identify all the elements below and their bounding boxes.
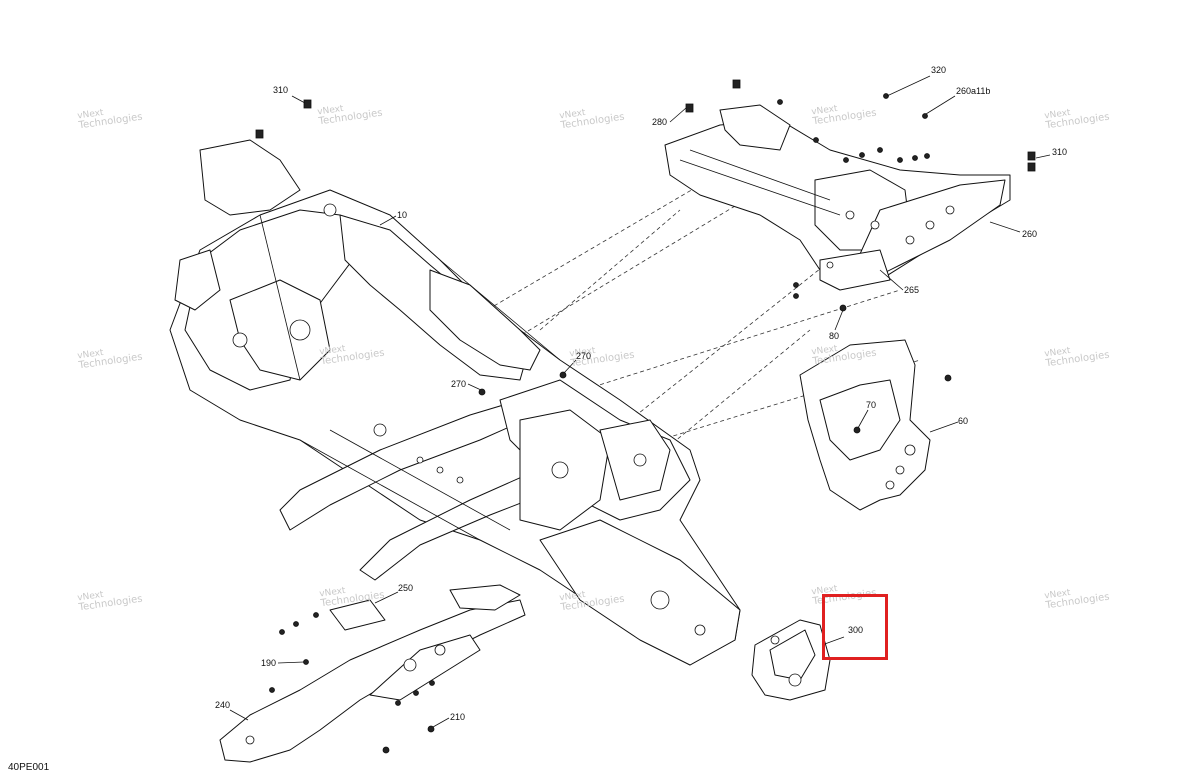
bracket-part-60 — [799, 339, 931, 511]
callout-70: 70 — [866, 400, 877, 410]
rear-frame-part-260 — [664, 104, 1011, 291]
lower-arm-part-240 — [219, 584, 526, 763]
callout-260a11b: 260a11b — [956, 86, 991, 96]
callout-310: 310 — [1052, 147, 1068, 157]
callout-250: 250 — [398, 583, 414, 593]
figure-code: 40PE001 — [8, 762, 50, 773]
callout-270: 270 — [576, 351, 592, 361]
callout-300: 300 — [848, 625, 864, 635]
callout-240: 240 — [215, 700, 231, 710]
leader-lines — [229, 75, 1051, 728]
callout-210: 210 — [450, 712, 466, 722]
bracket-part-300 — [751, 619, 831, 701]
callout-310: 310 — [273, 85, 289, 95]
callout-260: 260 — [1022, 229, 1038, 239]
callout-265: 265 — [904, 285, 920, 295]
callout-80: 80 — [829, 331, 840, 341]
callout-270: 270 — [451, 379, 467, 389]
main-frame-part — [169, 139, 741, 666]
highlight-box — [822, 594, 888, 660]
callout-320: 320 — [931, 65, 947, 75]
callout-60: 60 — [958, 416, 969, 426]
callout-190: 190 — [261, 658, 277, 668]
callout-10: 10 — [397, 210, 408, 220]
fasteners — [255, 79, 1036, 754]
callout-280: 280 — [652, 117, 668, 127]
